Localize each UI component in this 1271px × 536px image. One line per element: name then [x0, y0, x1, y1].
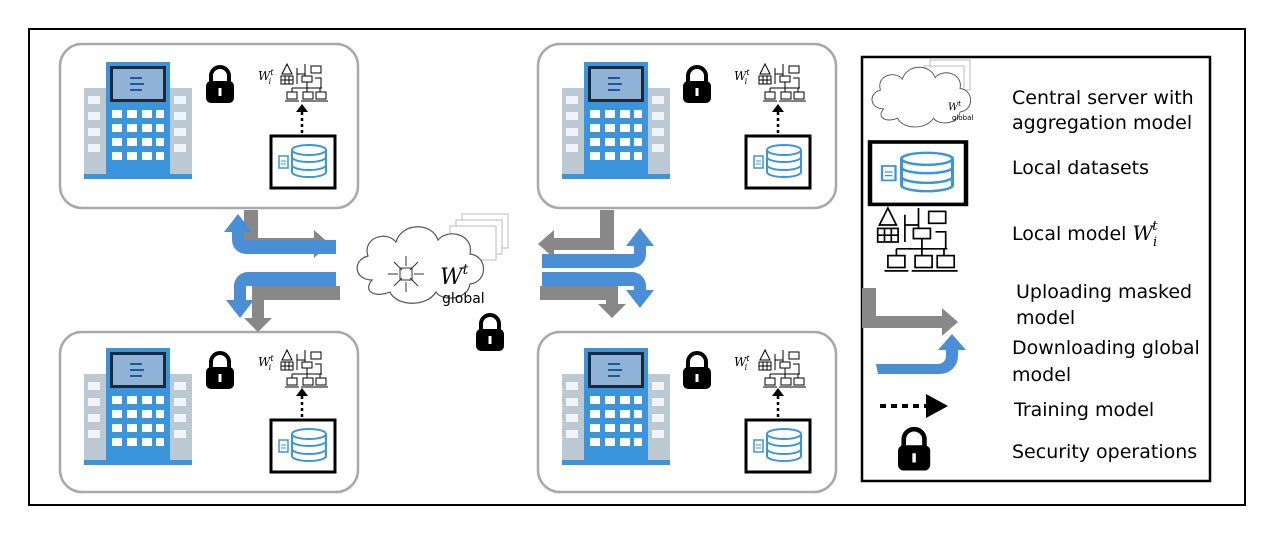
database-icon [744, 418, 812, 474]
legend-item-local-datasets: Local datasets [870, 142, 1149, 204]
right-arrows [538, 210, 654, 318]
upload-arrow [244, 286, 340, 332]
legend-item-uploading: Uploading masked model [862, 281, 1192, 336]
legend-item-security: Security operations [898, 429, 1197, 470]
upload-arrow [540, 286, 626, 318]
svg-text:Downloading global: Downloading global [1012, 337, 1200, 359]
download-arrow [224, 214, 336, 254]
svg-text:global: global [952, 114, 973, 122]
global-model-label: Wt [440, 262, 469, 290]
aggregation-icon [388, 256, 424, 292]
download-arrow [542, 228, 654, 268]
database-icon [269, 134, 337, 190]
upload-arrow [538, 210, 614, 258]
database-icon [870, 142, 966, 204]
central-server: Wt global [356, 213, 509, 353]
lock-icon [474, 313, 506, 353]
svg-text:Training model: Training model [1013, 399, 1154, 421]
blue-arrow-icon [876, 334, 966, 374]
svg-text:Security operations: Security operations [1012, 441, 1197, 463]
svg-text:Local datasets: Local datasets [1012, 157, 1149, 179]
svg-text:Wt: Wt [948, 100, 961, 113]
download-arrow [226, 272, 336, 318]
svg-text:aggregation model: aggregation model [1012, 112, 1192, 134]
legend-item-training: Training model [880, 394, 1154, 421]
database-icon [269, 418, 337, 474]
legend-item-central-server: Wt global Central server with aggregatio… [871, 59, 1194, 134]
database-icon [744, 134, 812, 190]
svg-text:Uploading masked: Uploading masked [1016, 281, 1192, 303]
legend-item-downloading: Downloading global model [876, 334, 1200, 386]
gray-arrow-icon [862, 288, 958, 336]
legend: Wt global Central server with aggregatio… [860, 55, 1212, 483]
svg-text:Central server with: Central server with [1012, 87, 1194, 109]
svg-text:model: model [1016, 307, 1075, 329]
global-subscript: global [442, 291, 485, 307]
left-arrows [224, 210, 340, 332]
svg-text:model: model [1012, 364, 1071, 386]
download-arrow [542, 272, 654, 308]
